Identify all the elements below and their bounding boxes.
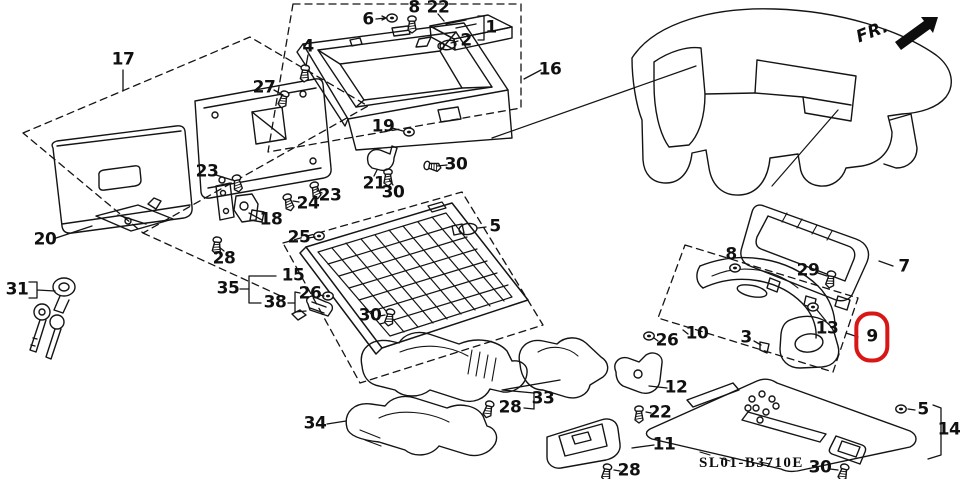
- callout-18[interactable]: 18: [259, 209, 283, 230]
- pocket-lid-drawing: [546, 418, 621, 469]
- callout-15[interactable]: 15: [281, 265, 305, 286]
- callout-10[interactable]: 10: [685, 323, 709, 344]
- callout-8[interactable]: 8: [725, 244, 737, 265]
- glovebox-lid-drawing: [51, 125, 193, 234]
- lock-and-keys-drawing: [29, 277, 76, 360]
- callout-30[interactable]: 30: [808, 457, 832, 478]
- callout-19[interactable]: 19: [371, 116, 395, 137]
- bracket-drawing: [614, 352, 663, 394]
- callout-29[interactable]: 29: [796, 260, 820, 281]
- callout-20[interactable]: 20: [33, 229, 57, 250]
- callout-5[interactable]: 5: [489, 216, 501, 237]
- callout-30[interactable]: 30: [444, 154, 468, 175]
- callout-35[interactable]: 35: [216, 278, 240, 299]
- callout-9-highlighted[interactable]: 9: [854, 311, 890, 363]
- callout-11[interactable]: 11: [652, 434, 676, 455]
- callout-28[interactable]: 28: [498, 397, 522, 418]
- callout-7[interactable]: 7: [898, 256, 910, 277]
- callout-14[interactable]: 14: [937, 419, 960, 440]
- dash-pad-drawing: [631, 8, 952, 196]
- callout-21[interactable]: 21: [362, 173, 386, 194]
- callout-30[interactable]: 30: [381, 182, 405, 203]
- callout-28[interactable]: 28: [212, 248, 236, 269]
- hinge-plate-drawing: [194, 78, 332, 199]
- callout-22[interactable]: 22: [648, 402, 672, 423]
- callout-8[interactable]: 8: [408, 0, 420, 18]
- callout-4[interactable]: 4: [302, 36, 314, 57]
- callout-2[interactable]: 2: [460, 30, 472, 51]
- callout-38[interactable]: 38: [263, 292, 287, 313]
- callout-23[interactable]: 23: [195, 161, 219, 182]
- lamp-drawing: [291, 295, 334, 321]
- callout-5[interactable]: 5: [917, 399, 929, 420]
- leader-lines: [28, 13, 942, 472]
- callout-16[interactable]: 16: [538, 59, 562, 80]
- callout-34[interactable]: 34: [303, 413, 327, 434]
- tray-drawing: [299, 201, 529, 355]
- callout-27[interactable]: 27: [252, 77, 276, 98]
- hinge-drawing: [215, 182, 265, 223]
- callout-17[interactable]: 17: [111, 49, 135, 70]
- callout-33[interactable]: 33: [531, 388, 555, 409]
- callout-22[interactable]: 22: [426, 0, 450, 18]
- fasteners: [211, 13, 907, 479]
- callout-24[interactable]: 24: [296, 193, 320, 214]
- under-frame-drawing: [645, 378, 917, 473]
- column-cover-lower-drawing: [345, 395, 498, 457]
- callout-3[interactable]: 3: [740, 327, 752, 348]
- callout-23[interactable]: 23: [318, 185, 342, 206]
- callout-30[interactable]: 30: [358, 305, 382, 326]
- callout-6[interactable]: 6: [362, 9, 374, 30]
- column-cover-upper-drawing: [360, 331, 609, 403]
- locator-lines: [491, 65, 839, 187]
- callout-26[interactable]: 26: [655, 330, 679, 351]
- callout-28[interactable]: 28: [617, 460, 641, 479]
- callout-26[interactable]: 26: [298, 283, 322, 304]
- callout-1[interactable]: 1: [485, 17, 497, 38]
- garnish-drawing: [696, 256, 840, 369]
- striker-drawing: [95, 197, 174, 232]
- visor-drawing: [740, 204, 870, 311]
- switch-assy-drawing: [415, 14, 513, 51]
- dashed-group-boxes: [22, 3, 859, 384]
- callout-25[interactable]: 25: [287, 227, 311, 248]
- drawing-code: SL01-B3710E: [699, 455, 804, 471]
- callout-13[interactable]: 13: [815, 318, 839, 339]
- callout-31[interactable]: 31: [5, 279, 29, 300]
- callout-12[interactable]: 12: [664, 377, 688, 398]
- fr-arrow-icon: [895, 17, 938, 50]
